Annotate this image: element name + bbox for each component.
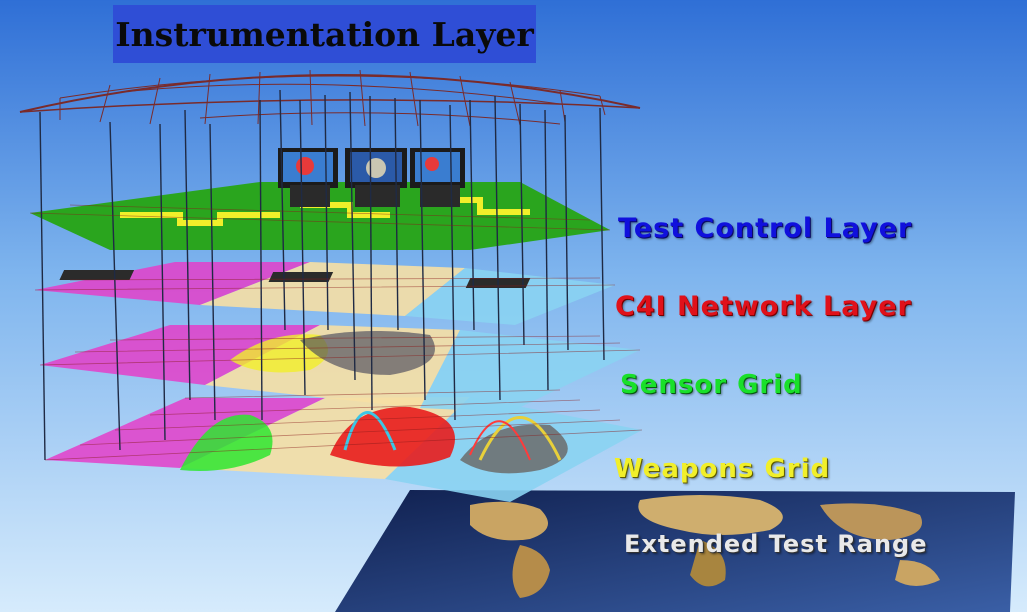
extended-test-range-label: Extended Test Range — [624, 530, 928, 558]
weapons-grid-label: Weapons Grid — [614, 454, 831, 484]
page-title: Instrumentation Layer — [115, 14, 534, 54]
instrumentation-dome — [19, 69, 641, 127]
sensor-grid-label: Sensor Grid — [620, 370, 803, 400]
title-banner: Instrumentation Layer — [113, 5, 536, 63]
vertical-connectors — [39, 89, 605, 461]
c4i-network-plane — [35, 262, 615, 325]
c4i-network-layer-label: C4I Network Layer — [615, 291, 912, 322]
test-control-layer-label: Test Control Layer — [618, 213, 913, 244]
extended-test-range-plane — [335, 490, 1015, 612]
control-station-monitors — [278, 148, 465, 207]
weapons-grid-plane — [45, 397, 642, 502]
grid-mesh-overlay — [29, 204, 643, 461]
